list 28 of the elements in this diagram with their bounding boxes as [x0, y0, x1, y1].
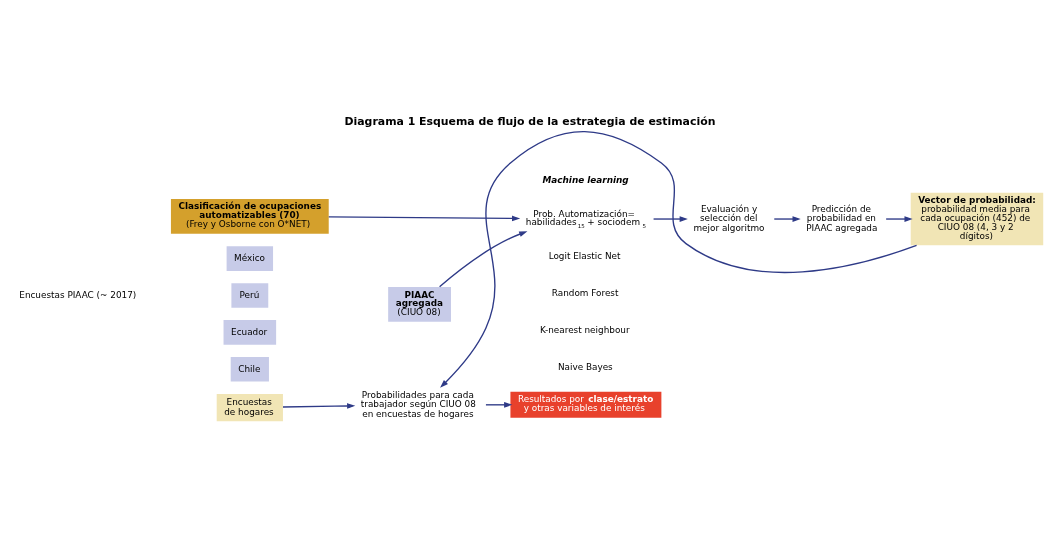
label: K-nearest neighbour [540, 324, 630, 335]
arrow [652, 216, 688, 222]
arrow [438, 231, 528, 288]
arrow [282, 403, 356, 409]
node-text: Evaluación y selección del mejor algoritmo [693, 203, 765, 233]
node-box: Resultados por clase/estrato y otras variables de interés [510, 391, 662, 418]
node-box: Perú [231, 283, 269, 308]
node-text: Prob. Automatización= habilidades$_{15}$ + sociodem$_{5}$ [525, 208, 647, 230]
arrow [485, 401, 513, 408]
node-text: Predicción de probabilidad en PIAAC agregada [806, 203, 878, 233]
node-box: Chile [230, 357, 269, 382]
node-box: Vector de probabilidad: probabilidad media para cada ocupación (452) de CIUO 08 (4, 3 y 2 dígitos) [910, 192, 1044, 246]
label: Machine learning [542, 175, 629, 186]
node-box: Encuestas de hogares [216, 393, 283, 422]
label: Encuestas PIAAC (~ 2017) [19, 289, 137, 300]
node-text: Probabilidades para cada trabajador según CIUO 08 en encuestas de hogares [360, 389, 476, 419]
label: Naive Bayes [557, 361, 613, 372]
arrow [328, 215, 521, 222]
arrow [440, 130, 918, 388]
arrow [885, 216, 913, 222]
node-box: Clasificación de ocupaciones automatizables (70) (Frey y Osborne con O*NET) [170, 198, 329, 234]
node-box: Ecuador [223, 320, 277, 345]
node-box: PIAAC agregada (CIUO 08) [388, 287, 451, 322]
arrow [773, 216, 801, 222]
label: Random Forest [551, 287, 619, 298]
diagram-title: Diagrama 1 Esquema de flujo de la estrategia de estimación [344, 114, 716, 128]
label: Logit Elastic Net [548, 250, 621, 261]
node-box: México [226, 246, 274, 271]
